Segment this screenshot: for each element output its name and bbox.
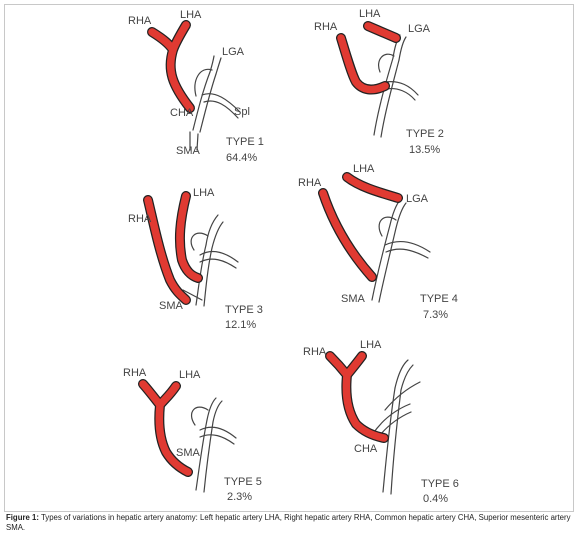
label-lga: LGA — [406, 193, 429, 205]
hepatic-artery-red — [147, 20, 195, 113]
label-rha: RHA — [314, 21, 338, 33]
panel-type-3: RHA LHA SMA TYPE 3 12.1% — [128, 187, 263, 331]
panel-type-1: RHA LHA LGA CHA Spl SMA TYPE 1 64.4% — [128, 9, 264, 164]
type-label: TYPE 1 — [226, 136, 264, 148]
label-rha: RHA — [128, 213, 152, 225]
label-lha: LHA — [179, 369, 201, 381]
label-lha: LHA — [193, 187, 215, 199]
panel-type-2: RHA LHA LGA TYPE 2 13.5% — [314, 8, 444, 156]
label-lga: LGA — [222, 46, 245, 58]
hepatic-artery-red — [138, 379, 193, 477]
type-label: TYPE 4 — [420, 293, 458, 305]
caption-text: Types of variations in hepatic artery an… — [6, 513, 571, 532]
label-rha: RHA — [128, 15, 152, 27]
label-sma: SMA — [176, 145, 201, 157]
percent-label: 7.3% — [423, 309, 448, 321]
panel-type-5: RHA LHA SMA TYPE 5 2.3% — [123, 367, 262, 503]
figure-caption: Figure 1: Types of variations in hepatic… — [6, 513, 572, 533]
label-lga: LGA — [408, 23, 431, 35]
vessel-outlines — [190, 397, 237, 493]
label-rha: RHA — [303, 346, 327, 358]
label-rha: RHA — [123, 367, 147, 379]
hepatic-artery-red — [325, 351, 389, 443]
label-sma: SMA — [176, 447, 201, 459]
hepatic-artery-red — [143, 191, 203, 305]
label-spl: Spl — [234, 106, 250, 118]
panel-type-4: RHA LHA LGA SMA TYPE 4 7.3% — [298, 163, 458, 321]
vessel-outlines — [182, 214, 239, 307]
label-cha: CHA — [354, 443, 378, 455]
figure-frame — [4, 4, 574, 512]
vessel-outlines — [371, 199, 431, 303]
percent-label: 0.4% — [423, 493, 448, 505]
vessel-outlines — [189, 55, 241, 151]
percent-label: 64.4% — [226, 152, 257, 164]
label-lha: LHA — [353, 163, 375, 175]
label-cha: CHA — [170, 107, 194, 119]
vessel-outlines — [371, 359, 421, 495]
type-label: TYPE 3 — [225, 304, 263, 316]
hepatic-artery-red — [318, 172, 403, 282]
type-label: TYPE 6 — [421, 478, 459, 490]
label-sma: SMA — [341, 293, 366, 305]
label-lha: LHA — [180, 9, 202, 21]
hepatic-artery-red — [336, 21, 401, 95]
type-label: TYPE 2 — [406, 128, 444, 140]
percent-label: 12.1% — [225, 319, 256, 331]
label-lha: LHA — [360, 339, 382, 351]
label-lha: LHA — [359, 8, 381, 20]
label-sma: SMA — [159, 300, 184, 312]
percent-label: 2.3% — [227, 491, 252, 503]
percent-label: 13.5% — [409, 144, 440, 156]
caption-label: Figure 1: — [6, 513, 39, 522]
type-label: TYPE 5 — [224, 476, 262, 488]
panel-type-6: RHA LHA CHA TYPE 6 0.4% — [303, 339, 459, 505]
label-rha: RHA — [298, 177, 322, 189]
